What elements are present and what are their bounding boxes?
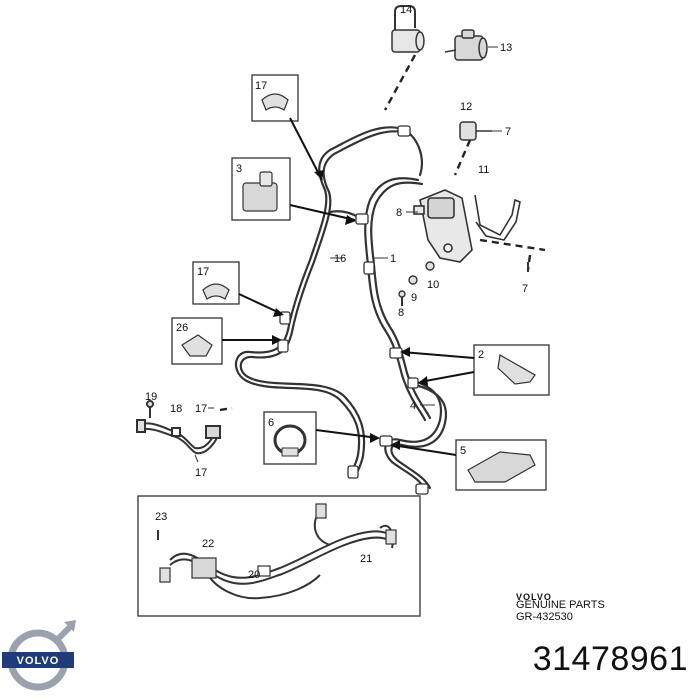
callout-4: 4	[410, 400, 416, 412]
stamp-code: GR-432530	[516, 611, 573, 623]
hose-4	[384, 378, 443, 492]
callout-17b: 17	[197, 266, 209, 278]
callout-21: 19	[145, 391, 157, 403]
callout-7b: 7	[522, 283, 528, 295]
genuine-parts-stamp: VOLVO GENUINE PARTS GR-432530	[516, 592, 605, 623]
callout-8: 8	[396, 207, 402, 219]
harness-18-21	[136, 400, 221, 455]
inset-3	[231, 157, 356, 225]
hose-clips	[277, 125, 429, 495]
callout-14: 13	[500, 42, 512, 54]
logo-text: VOLVO	[17, 655, 60, 667]
part-8-pump	[413, 189, 473, 263]
callout-6: 6	[268, 417, 274, 429]
callout-10: 9	[411, 292, 417, 304]
callout-2: 2	[478, 349, 484, 361]
part-13-clip	[459, 121, 492, 141]
hose-1	[364, 177, 427, 422]
callout-16: 16	[334, 253, 346, 265]
inset-6	[263, 411, 380, 465]
part-14-sensor	[444, 29, 488, 61]
callout-22: 20	[248, 569, 260, 581]
callout-25: 23	[155, 511, 167, 523]
callout-13: 12	[460, 101, 472, 113]
callout-11: 10	[427, 279, 439, 291]
hose-upper	[403, 128, 423, 177]
callout-18: 17	[195, 467, 207, 479]
inset-17-mid	[192, 261, 284, 317]
callout-23: 21	[360, 553, 372, 565]
inset-17-top	[251, 74, 324, 181]
part-12-bracket	[474, 194, 521, 241]
stamp-brand: VOLVO	[516, 592, 552, 602]
callout-5: 5	[460, 445, 466, 457]
part-number: 31478961	[532, 640, 688, 678]
callout-labels: 14 13 12 7 11 8 1 16 10 9 8 7 17 3 17 26…	[145, 4, 528, 581]
callout-24: 22	[202, 538, 214, 550]
callout-9: 8	[398, 307, 404, 319]
inset-5	[390, 439, 547, 491]
part-15-valve	[391, 5, 425, 53]
callout-15: 14	[400, 4, 412, 16]
inset-2	[400, 344, 550, 396]
callout-26: 26	[176, 322, 188, 334]
volvo-iron-mark-icon: VOLVO	[2, 620, 76, 691]
stamp-subtitle: GENUINE PARTS	[516, 599, 605, 611]
callout-leaders	[194, 46, 502, 463]
inset-26	[171, 317, 282, 365]
callout-19: 17	[195, 403, 207, 415]
lower-assembly-box	[137, 495, 421, 617]
callout-1: 1	[390, 253, 396, 265]
callout-20: 18	[170, 403, 182, 415]
callout-7a: 7	[505, 126, 511, 138]
parts-9-10-11-fasteners	[398, 261, 529, 306]
callout-12: 11	[478, 164, 489, 176]
callout-3: 3	[236, 163, 242, 175]
callout-17a: 17	[255, 80, 267, 92]
